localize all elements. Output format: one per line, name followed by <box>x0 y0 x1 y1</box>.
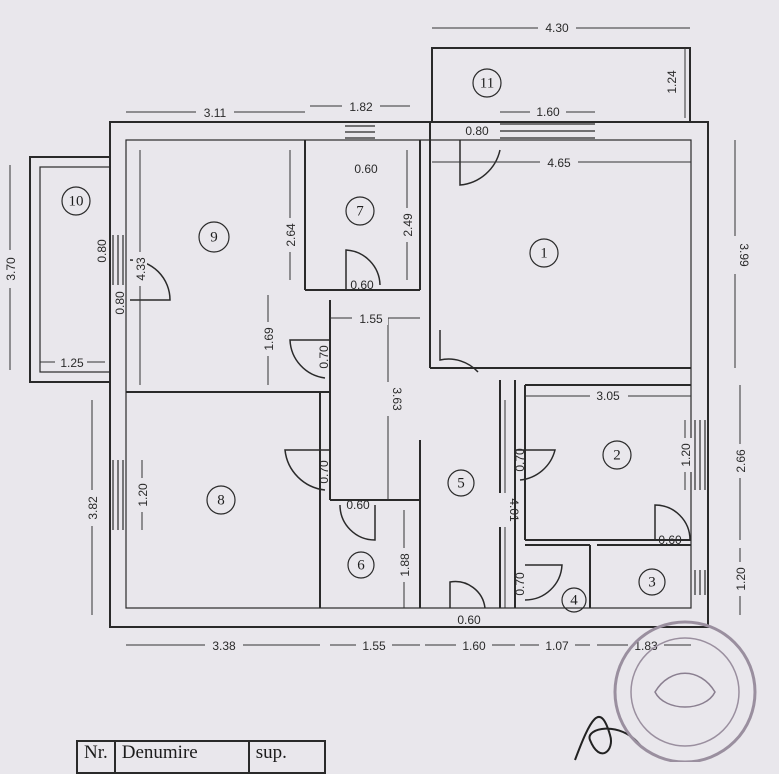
dim-bottom-b: 1.55 <box>362 639 386 653</box>
dim-door2b: 0.60 <box>658 533 682 547</box>
room-number-1: 1 <box>540 245 548 261</box>
dim-closet-height: 1.69 <box>262 327 276 351</box>
dim-bottom-a: 3.38 <box>212 639 236 653</box>
room-markers <box>61 68 666 613</box>
dim-window7: 0.60 <box>354 162 378 176</box>
room-number-2: 2 <box>613 447 621 463</box>
windows <box>112 123 706 595</box>
dim-room9-height-a: 2.64 <box>284 223 298 247</box>
dimension-labels: 4.30 1.24 3.11 1.82 1.60 0.80 4.65 3.99 … <box>3 20 751 653</box>
dim-door5: 0.60 <box>457 613 481 627</box>
room-number-6: 6 <box>357 557 365 573</box>
dim-door2: 0.70 <box>513 448 527 472</box>
dim-door9: 0.80 <box>113 291 127 315</box>
dim-door4: 0.70 <box>513 572 527 596</box>
dim-bottom-d: 1.07 <box>545 639 569 653</box>
dim-hall-height: 3.63 <box>390 387 404 411</box>
dim-room6-height: 1.88 <box>398 553 412 577</box>
dim-door-top: 0.80 <box>465 124 489 138</box>
dim-balcony10-height: 3.70 <box>4 257 18 281</box>
dim-window8: 1.20 <box>136 483 150 507</box>
official-stamp <box>613 620 757 762</box>
walls <box>29 47 709 628</box>
dim-door7: 0.60 <box>350 278 374 292</box>
dim-room7-width: 1.82 <box>349 100 373 114</box>
dim-room9-height-b: 4.33 <box>134 257 148 281</box>
dim-window9: 0.80 <box>95 239 109 263</box>
dim-window2: 1.20 <box>679 443 693 467</box>
dim-room7-height: 2.49 <box>401 213 415 237</box>
room-number-8: 8 <box>217 492 225 508</box>
room-number-9: 9 <box>210 229 218 245</box>
dim-balcony11-depth: 1.24 <box>665 70 679 94</box>
dim-balcony10-width: 1.25 <box>60 356 84 370</box>
legend-col-name: Denumire <box>113 740 250 774</box>
dim-door6: 0.60 <box>346 498 370 512</box>
legend-col-number: Nr. <box>76 740 116 774</box>
dim-room3-height: 1.20 <box>734 567 748 591</box>
room-number-10: 10 <box>69 193 84 209</box>
dimension-lines <box>9 27 741 646</box>
room-number-3: 3 <box>648 574 656 590</box>
dim-room2-height: 2.66 <box>734 449 748 473</box>
legend-table: Nr. Denumire sup. <box>76 740 326 774</box>
dim-room1-height: 3.99 <box>737 243 751 267</box>
dim-room9-width: 3.11 <box>204 106 227 120</box>
room-number-5: 5 <box>457 475 465 491</box>
dim-room8-height: 3.82 <box>86 496 100 520</box>
room-numbers: 1 2 3 4 5 6 7 8 9 10 11 <box>69 75 656 608</box>
dim-room1-width: 4.65 <box>547 156 571 170</box>
dim-door8: 0.70 <box>317 460 331 484</box>
dim-bottom-c: 1.60 <box>462 639 486 653</box>
dim-room2-width: 3.05 <box>596 389 620 403</box>
room-number-4: 4 <box>570 592 578 608</box>
dim-hall-width: 1.55 <box>359 312 383 326</box>
signature-mark <box>574 715 641 761</box>
dim-window-top: 1.60 <box>536 105 560 119</box>
room-number-7: 7 <box>356 203 364 219</box>
legend-header-row: Nr. Denumire sup. <box>76 740 326 774</box>
dim-hall5-height: 4.01 <box>507 498 521 522</box>
legend-col-area: sup. <box>247 740 326 774</box>
dim-door-hall: 0.70 <box>317 345 331 369</box>
room-number-11: 11 <box>480 75 494 91</box>
dim-top-total: 4.30 <box>545 21 569 35</box>
